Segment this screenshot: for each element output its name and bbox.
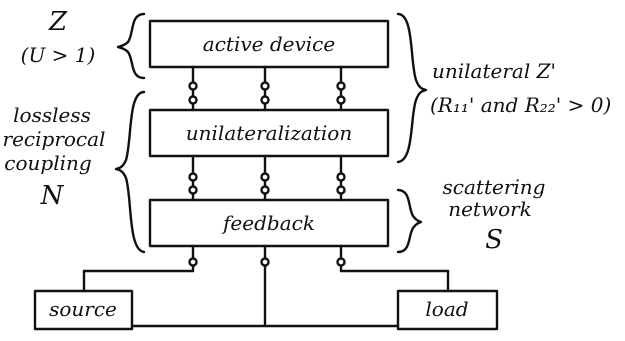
unilateralization-box — [148, 108, 390, 158]
brace-unilateral — [396, 12, 428, 164]
unilateral-condition: (R₁₁' and R₂₂' > 0) — [430, 93, 611, 117]
scattering-line-2: network — [448, 197, 532, 221]
brace-active-device — [116, 12, 146, 80]
source-label: source — [49, 297, 117, 321]
ports-unilateral-to-feedback — [188, 154, 346, 202]
brace-scattering — [396, 188, 423, 254]
scattering-line-1: scattering — [443, 175, 546, 199]
z-symbol: Z — [48, 7, 68, 37]
coupling-symbol: N — [40, 181, 65, 211]
brace-coupling — [114, 90, 146, 254]
coupling-line-1: lossless — [13, 103, 91, 127]
unilateralization-label: unilateralization — [186, 121, 352, 145]
coupling-line-3: coupling — [4, 151, 91, 175]
scattering-symbol: S — [485, 225, 503, 255]
coupling-line-2: reciprocal — [3, 127, 106, 151]
unilateral-title: unilateral Z' — [432, 59, 556, 83]
load-label: load — [425, 297, 468, 321]
ports-active-to-unilateral — [188, 65, 346, 112]
z-condition: (U > 1) — [21, 43, 96, 67]
output-wiring — [82, 244, 450, 328]
active-device-box — [148, 19, 390, 69]
feedback-box — [148, 198, 390, 248]
active-device-label: active device — [203, 32, 335, 56]
feedback-label: feedback — [221, 211, 315, 235]
